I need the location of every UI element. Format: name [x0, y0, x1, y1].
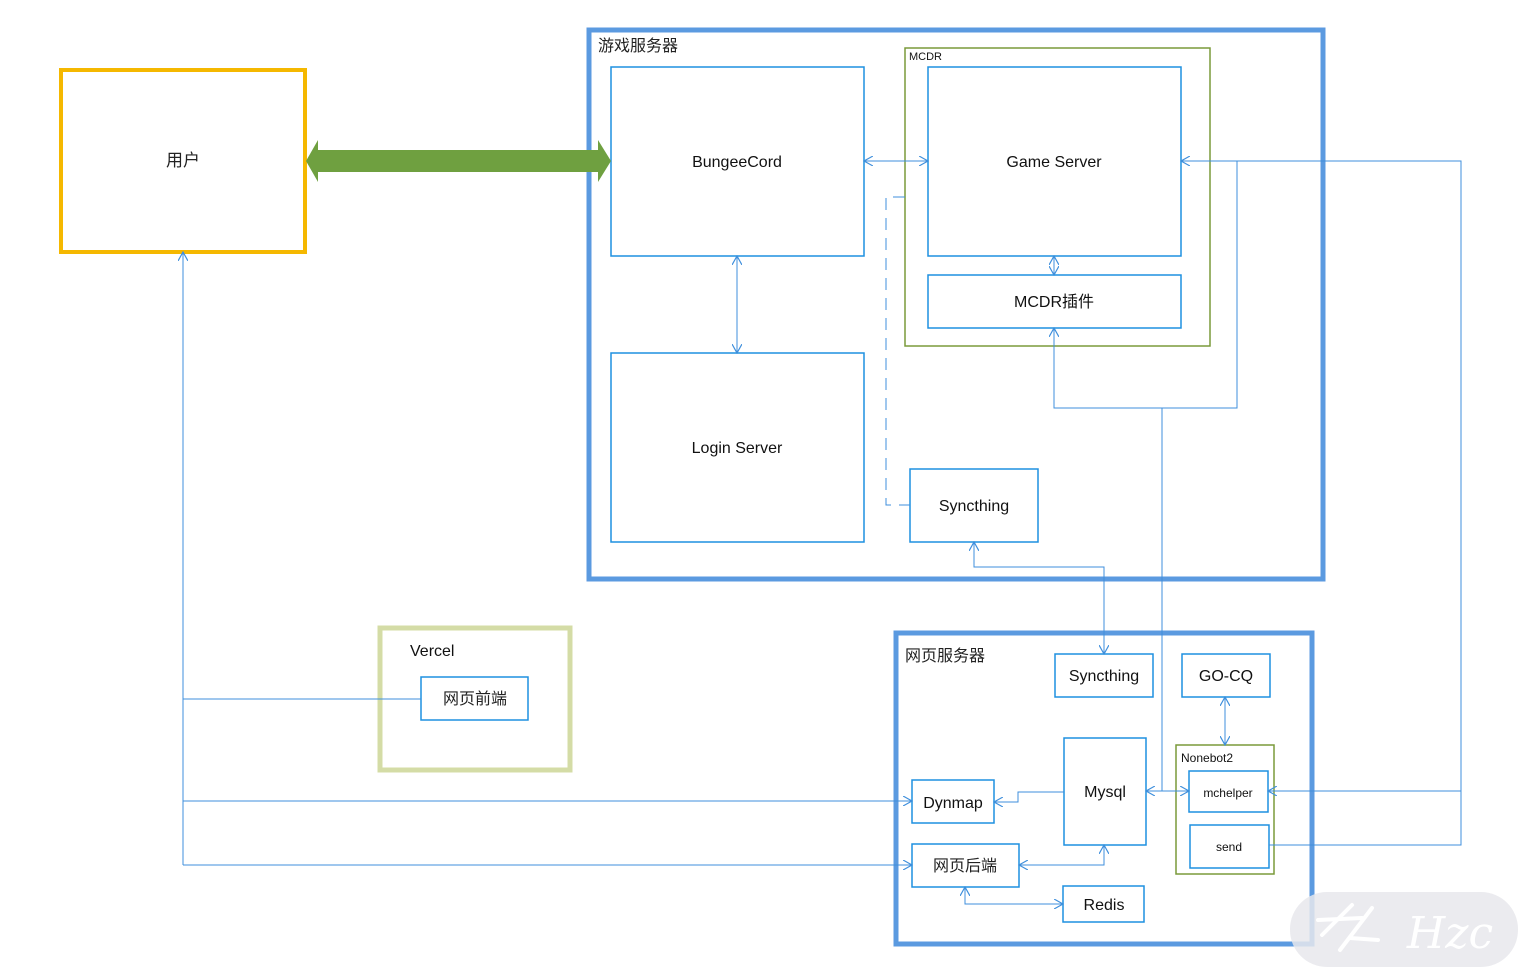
redis-label: Redis [1084, 897, 1125, 914]
mcdr-group-title: MCDR [909, 51, 942, 63]
mysql-label: Mysql [1084, 784, 1126, 801]
link-send-gameserver [1181, 161, 1462, 846]
mysql-node: Mysql [1063, 737, 1147, 846]
link-mysql-dynmap [994, 791, 1064, 802]
login-server-label: Login Server [692, 440, 783, 457]
redis-node: Redis [1062, 885, 1145, 923]
game-server-group-title: 游戏服务器 [598, 36, 678, 55]
mcdr-plugin-node: MCDR插件 [927, 274, 1182, 329]
syncthing-web-label: Syncthing [1069, 668, 1139, 685]
syncthing-web-node: Syncthing [1054, 653, 1154, 698]
user-bungeecord-thick-arrow [306, 140, 611, 182]
link-gameserver-backbus [1162, 161, 1238, 409]
send-label: send [1216, 840, 1242, 854]
game-server-node: Game Server [927, 66, 1182, 257]
bungeecord-label: BungeeCord [692, 154, 782, 171]
login-server-node: Login Server [610, 352, 865, 543]
mchelper-node: mchelper [1188, 770, 1269, 813]
dynmap-label: Dynmap [923, 795, 983, 812]
watermark-monogram-icon [1316, 903, 1380, 952]
vercel-group-title: Vercel [410, 643, 454, 660]
link-backend-redis [965, 887, 1063, 904]
mcdr-plugin-label: MCDR插件 [1014, 293, 1094, 311]
user-label: 用户 [166, 151, 200, 171]
send-node: send [1189, 824, 1270, 869]
mchelper-label: mchelper [1203, 786, 1252, 800]
nonebot-group-title: Nonebot2 [1181, 751, 1233, 765]
watermark-logo: Hzc [1290, 892, 1518, 967]
watermark-text: Hzc [1406, 908, 1493, 959]
gocq-label: GO-CQ [1199, 668, 1253, 685]
syncthing-game-node: Syncthing [909, 468, 1039, 543]
game-server-group [586, 27, 1326, 582]
web-frontend-label: 网页前端 [443, 689, 507, 708]
web-server-group-title: 网页服务器 [905, 646, 985, 665]
link-mysql-backend [1019, 845, 1104, 865]
game-server-label: Game Server [1006, 154, 1102, 171]
link-plugin-mysql [1054, 328, 1163, 791]
gocq-node: GO-CQ [1181, 653, 1271, 698]
web-frontend-node: 网页前端 [420, 676, 529, 721]
web-backend-node: 网页后端 [911, 843, 1020, 888]
bungeecord-node: BungeeCord [610, 66, 865, 257]
link-syncthing-sync [974, 542, 1104, 654]
syncthing-game-label: Syncthing [939, 498, 1009, 515]
link-gameserver-syncthing-dashed [885, 196, 910, 506]
web-backend-label: 网页后端 [933, 856, 997, 875]
dynmap-node: Dynmap [911, 779, 995, 824]
